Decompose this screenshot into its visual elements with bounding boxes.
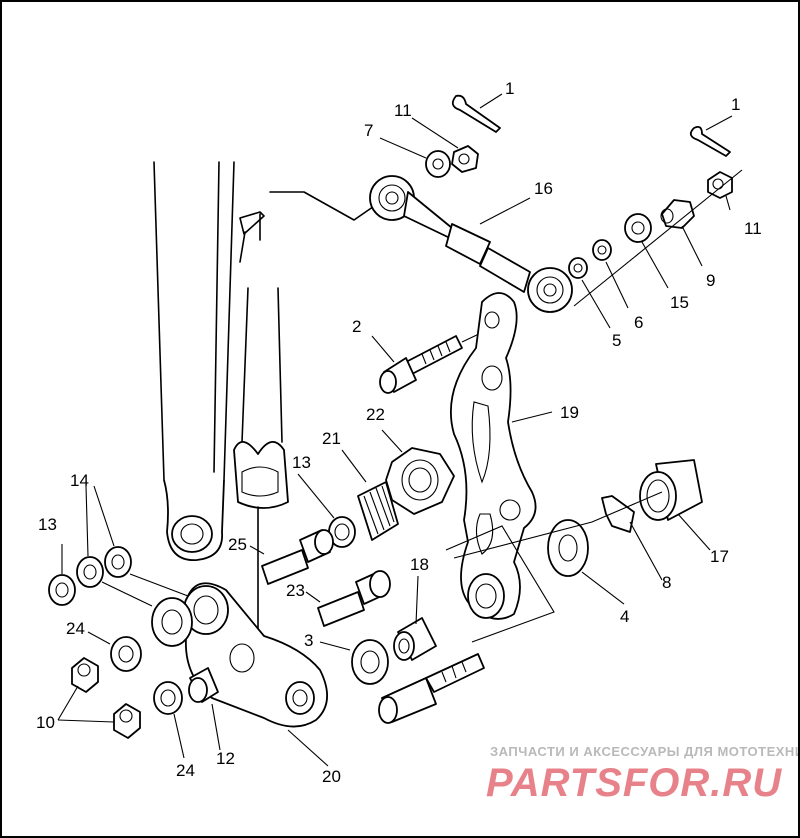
axis-bracket-line — [445, 525, 555, 643]
callout-4: 4 — [620, 607, 629, 626]
callout-7: 7 — [364, 121, 373, 140]
watermark-tagline: ЗАПЧАСТИ И АКСЕССУАРЫ ДЛЯ МОТОТЕХНИКИ — [490, 744, 798, 759]
callout-10: 10 — [36, 713, 55, 732]
fork-tube — [153, 161, 265, 561]
nut-22 — [385, 447, 455, 515]
clip-8 — [601, 495, 635, 533]
watermark-logo: PARTSFOR.RU — [486, 761, 782, 805]
callout-21: 21 — [322, 429, 341, 448]
callout-6: 6 — [634, 313, 643, 332]
callout-14: 14 — [70, 471, 89, 490]
brake-rod-tube — [233, 287, 289, 638]
callout-22: 22 — [366, 405, 385, 424]
callout-25: 25 — [228, 535, 247, 554]
left-small-parts — [48, 546, 219, 739]
callout-18: 18 — [410, 555, 429, 574]
axis-line-right — [453, 491, 663, 559]
callout-5: 5 — [612, 331, 621, 350]
callout-15: 15 — [670, 293, 689, 312]
callout-8: 8 — [662, 573, 671, 592]
callout-2: 2 — [352, 317, 361, 336]
callout-3: 3 — [304, 631, 313, 650]
callout-20: 20 — [322, 767, 341, 786]
washer-3 — [351, 639, 389, 685]
link-rod — [269, 175, 573, 313]
callout-1-upper: 1 — [505, 79, 514, 98]
callout-19: 19 — [560, 403, 579, 422]
callout-11-right: 11 — [744, 219, 762, 238]
callout-17: 17 — [710, 547, 729, 566]
callout-24-left: 24 — [66, 619, 85, 638]
upper-washers — [425, 94, 743, 307]
leader-lines — [57, 93, 733, 767]
washer-4 — [547, 519, 589, 577]
callout-23: 23 — [286, 581, 305, 600]
callout-24-bottom: 24 — [176, 761, 195, 780]
bracket-19 — [450, 292, 537, 620]
spacer-18 — [393, 617, 437, 661]
bolt-25 — [261, 529, 334, 585]
bolt-2 — [379, 323, 501, 394]
spring-21 — [328, 481, 399, 548]
bushing-17 — [639, 459, 703, 521]
callout-1-right: 1 — [731, 95, 740, 114]
bolt-23 — [317, 570, 391, 627]
callout-9: 9 — [706, 271, 715, 290]
pivot-arm-20 — [183, 582, 328, 728]
callout-11-upper: 11 — [394, 101, 412, 120]
watermark: ЗАПЧАСТИ И АКСЕССУАРЫ ДЛЯ МОТОТЕХНИКИ PA… — [486, 744, 798, 805]
callout-16: 16 — [534, 179, 553, 198]
callout-12: 12 — [216, 749, 235, 768]
callout-labels: 1 1 11 11 7 16 9 15 6 5 2 19 22 21 13 13… — [36, 79, 762, 786]
callout-13-left: 13 — [38, 515, 57, 534]
callout-13-right: 13 — [292, 453, 311, 472]
bottom-bolt — [378, 653, 485, 724]
